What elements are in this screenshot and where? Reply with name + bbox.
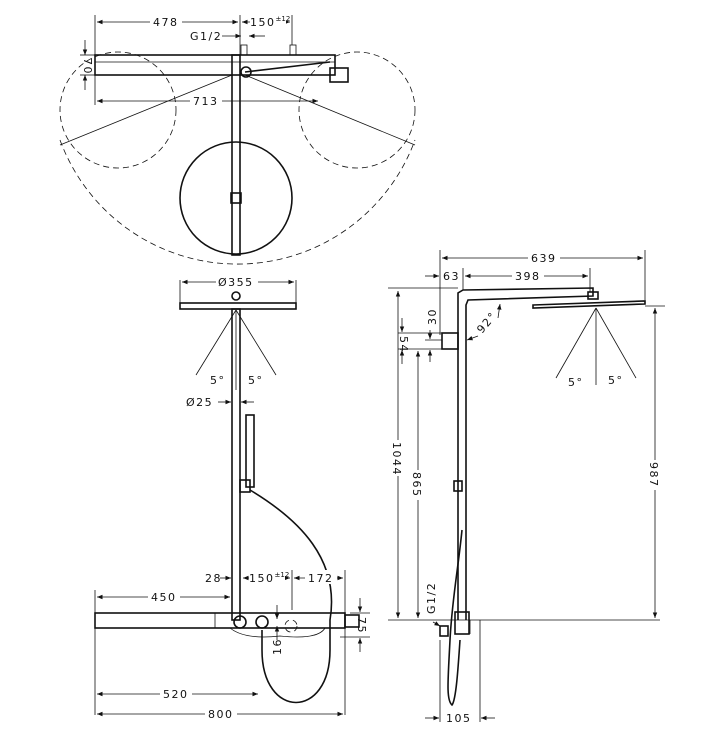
dim-75: 75: [355, 617, 368, 634]
dim-639: 639: [531, 252, 557, 265]
dim-520: 520: [163, 688, 189, 701]
dim-865: 865: [410, 472, 423, 498]
riser-pipe-top: [231, 54, 241, 256]
dim-450: 450: [151, 591, 177, 604]
dim-478: 478: [153, 16, 179, 29]
dim-1044: 1044: [390, 442, 403, 476]
thermostat-knob: [233, 615, 247, 629]
dim-16: 16: [271, 638, 284, 655]
dim-800: 800: [208, 708, 234, 721]
top-view: 478 150±12 G1/2 70 713: [59, 14, 416, 265]
angle-5-left-front: 5°: [210, 374, 226, 387]
dim-70: 70: [81, 58, 94, 75]
side-view: 639 63 398 5° 5° 92° 54 30 1044: [388, 250, 665, 725]
dim-172: 172: [308, 572, 334, 585]
angle-5-right-side: 5°: [608, 374, 624, 387]
swivel-circle-right: [298, 51, 416, 169]
riser-pipe-front: [231, 308, 241, 621]
riser-arm-side: [457, 287, 594, 620]
swivel-circle-left: [59, 51, 177, 169]
hand-shower: [245, 414, 255, 488]
front-view: Ø355 5° 5° Ø25 28 150±12 172: [94, 275, 370, 721]
shelf-top: [94, 54, 336, 76]
rain-head-side: [532, 300, 646, 309]
round-head-top: [179, 141, 293, 255]
angle-5-right-front: 5°: [248, 374, 264, 387]
shelf-front: [94, 612, 346, 629]
dim-30: 30: [426, 308, 439, 325]
dim-diameter-355: Ø355: [218, 276, 254, 289]
dim-398: 398: [515, 270, 541, 283]
dim-713: 713: [193, 95, 219, 108]
angle-92: 92°: [474, 309, 499, 336]
dim-diameter-25: Ø25: [186, 396, 213, 409]
thermostat-side: [454, 611, 470, 635]
dim-g12-top: G1/2: [190, 30, 222, 43]
shower-hose: [249, 489, 333, 704]
dim-63: 63: [443, 270, 460, 283]
flow-knob: [255, 615, 269, 629]
hose-side: [447, 529, 463, 707]
dim-150-top: 150±12: [250, 15, 290, 29]
dim-g12-side: G1/2: [425, 582, 438, 614]
dim-987: 987: [647, 462, 660, 488]
angle-5-left-side: 5°: [568, 376, 584, 389]
dim-105: 105: [446, 712, 472, 725]
rain-head-front: [179, 302, 297, 310]
dim-28: 28: [205, 572, 222, 585]
swivel-arc: [59, 139, 416, 265]
dim-150-front: 150±12: [249, 571, 289, 585]
dim-54: 54: [397, 336, 410, 353]
